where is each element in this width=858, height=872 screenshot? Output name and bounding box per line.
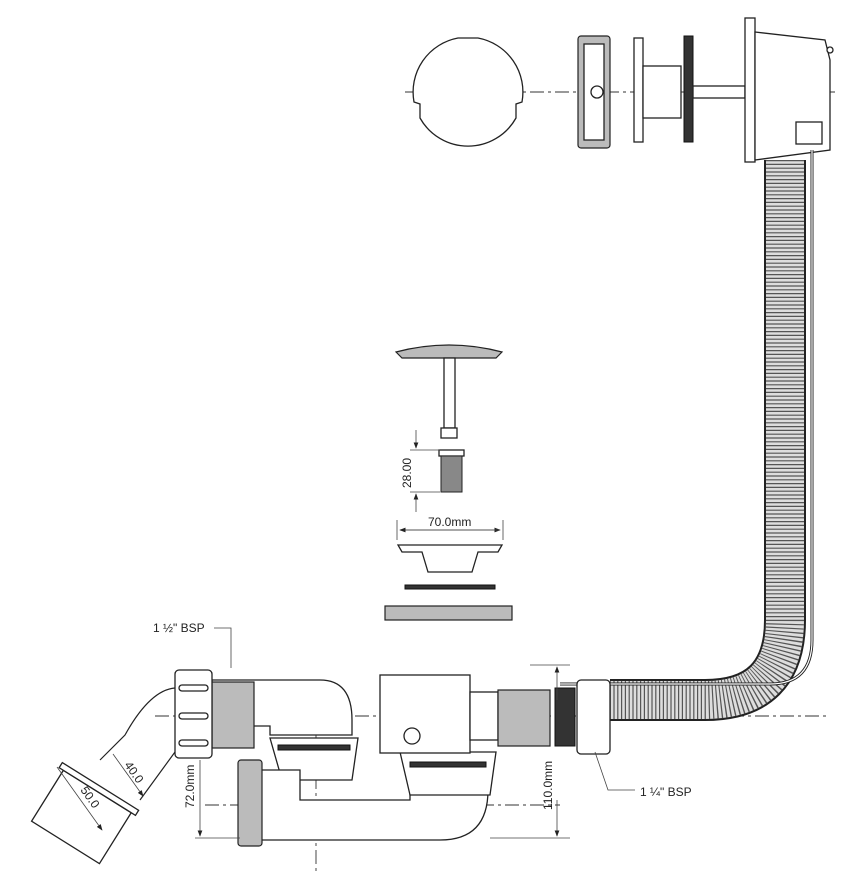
flexible-hose bbox=[560, 150, 814, 721]
overflow-body-parts bbox=[577, 17, 834, 163]
pop-up-plug bbox=[394, 344, 504, 439]
dimension-28 bbox=[410, 430, 440, 512]
total-height-label: 110.0mm bbox=[541, 761, 555, 810]
thread-height-label: 28.00 bbox=[400, 458, 414, 488]
outlet-nut bbox=[99, 669, 213, 801]
dimension-40 bbox=[112, 753, 144, 797]
overflow-cover-plate bbox=[412, 37, 524, 147]
threaded-insert bbox=[438, 449, 465, 493]
trap-body bbox=[211, 674, 611, 847]
overflow-thread-label: 1 ¼" BSP bbox=[640, 785, 692, 799]
strainer bbox=[384, 544, 513, 621]
pipe-inner-label: 40.0 bbox=[122, 759, 147, 786]
outlet-pipe bbox=[30, 761, 140, 865]
outlet-thread-label: 1 ½" BSP bbox=[153, 621, 205, 635]
dimension-70 bbox=[396, 520, 504, 540]
plug-width-label: 70.0mm bbox=[428, 515, 471, 529]
dimension-110 bbox=[490, 664, 570, 839]
dimension-72 bbox=[195, 760, 240, 839]
seal-depth-label: 72.0mm bbox=[183, 765, 197, 808]
